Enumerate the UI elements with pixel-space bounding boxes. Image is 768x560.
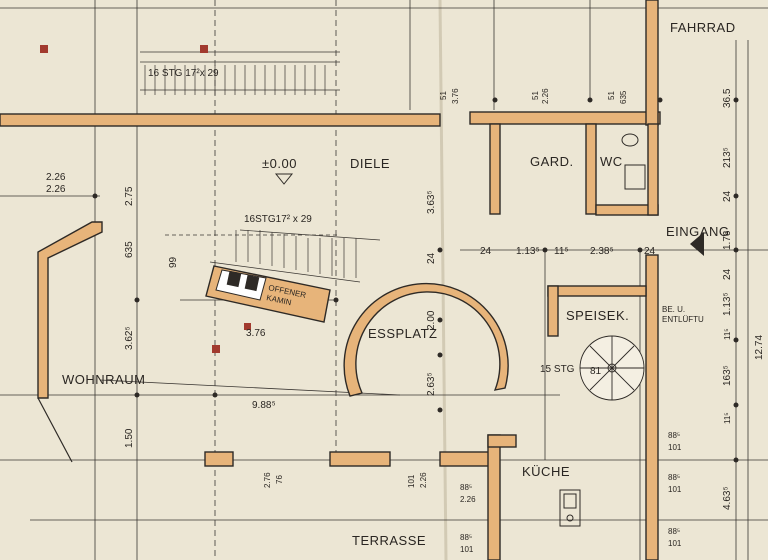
- dim-11c: 11⁵: [723, 412, 732, 424]
- dim-275: 2.75: [124, 186, 135, 206]
- top-staircase: [144, 65, 326, 95]
- dim-24a: 24: [426, 252, 437, 264]
- dim-226b: 2.26: [46, 184, 66, 195]
- wall-speisek-top: [547, 285, 647, 297]
- dim-200: 2.00: [426, 310, 437, 330]
- dim-101b: 101: [668, 485, 682, 494]
- dim-11b: 11⁵: [723, 328, 732, 340]
- dim-24e: 24: [722, 268, 733, 280]
- label-stair-mid: 16STG17² x 29: [244, 214, 312, 225]
- label-stair-top: 16 STG 17²x 29: [148, 68, 219, 79]
- wall-north: [0, 113, 441, 127]
- wall-east: [645, 254, 659, 560]
- dim-88a: 88⁵: [668, 431, 680, 440]
- wall-fahrrad-right: [645, 0, 659, 126]
- dim-150: 1.50: [124, 428, 135, 448]
- wall-south-2: [329, 451, 391, 467]
- room-speisek: SPEISEK.: [566, 308, 629, 323]
- dim-226d: 2.26: [460, 495, 476, 504]
- dim-11a: 11⁵: [554, 246, 569, 257]
- label-spiral: 15 STG: [540, 364, 575, 375]
- dimensions: 2.26 2.26 2.75 635 3.62⁵ 1.50 99 3.76 9.…: [46, 88, 765, 554]
- walls: [0, 0, 661, 560]
- dim-88c: 88⁵: [668, 527, 680, 536]
- dim-88b: 88⁵: [668, 473, 680, 482]
- spiral-staircase: [579, 335, 645, 401]
- dimension-dots: [92, 97, 739, 463]
- room-essplatz: ESSPLATZ: [368, 326, 438, 341]
- dim-63: 635: [124, 241, 135, 258]
- room-gard: GARD.: [530, 154, 574, 169]
- wall-north-right: [469, 111, 661, 125]
- dim-176: 1.76: [722, 230, 733, 250]
- dim-988: 9.88⁵: [252, 400, 276, 411]
- dim-101c: 101: [668, 539, 682, 548]
- room-wohnraum: WOHNRAUM: [62, 372, 145, 387]
- dim-213: 213⁵: [722, 147, 733, 168]
- dim-24c: 24: [644, 246, 656, 257]
- wall-wohnraum-angled: [37, 221, 103, 399]
- wall-speisek-left: [547, 285, 559, 337]
- dim-113b: 1.13⁵: [722, 292, 733, 316]
- label-level: ±0.00: [262, 156, 297, 171]
- dim-101d: 101: [460, 545, 474, 554]
- dim-276: 2.76: [263, 472, 272, 488]
- room-kueche: KÜCHE: [522, 464, 570, 479]
- wall-kitchen-left: [487, 434, 501, 560]
- dim-51a: 51: [439, 91, 448, 100]
- dim-263: 2.63⁵: [426, 372, 437, 396]
- dim-362: 3.62⁵: [124, 326, 135, 350]
- room-fahrrad: FAHRRAD: [670, 20, 736, 35]
- label-spiral-num: 81: [590, 366, 602, 377]
- dim-51b: 51: [531, 91, 540, 100]
- wall-gard-left: [489, 123, 501, 215]
- entrance-arrow-icon: [690, 232, 704, 256]
- wall-gard-right: [585, 123, 597, 215]
- label-be-u: BE. U.: [662, 305, 685, 314]
- wall-south-1: [204, 451, 234, 467]
- dim-376b: 3.76: [451, 88, 460, 104]
- dim-101e: 101: [407, 474, 416, 488]
- dim-24b: 24: [480, 246, 492, 257]
- dim-226c: 2.26: [541, 88, 550, 104]
- dim-226a: 2.26: [46, 172, 66, 183]
- wall-south-3: [439, 451, 491, 467]
- wall-wc-right: [647, 123, 659, 216]
- kitchen-sink: [559, 489, 581, 527]
- middle-staircase: [209, 229, 381, 283]
- dim-376: 3.76: [246, 328, 266, 339]
- wall-essplatz-curve: [343, 282, 509, 397]
- room-terrasse: TERRASSE: [352, 533, 426, 548]
- dim-1274: 12.74: [754, 335, 765, 360]
- room-diele: DIELE: [350, 156, 390, 171]
- fireplace: [205, 265, 331, 323]
- wc-fixtures: [621, 133, 646, 190]
- dim-226e: 2.26: [419, 472, 428, 488]
- level-marker-icon: [274, 173, 294, 185]
- dim-99: 99: [168, 256, 179, 268]
- dim-238: 2.38⁵: [590, 246, 614, 257]
- dim-88d: 88⁵: [460, 483, 472, 492]
- column-markers: [40, 45, 251, 353]
- dim-363: 3.63⁵: [426, 190, 437, 214]
- dim-463: 4.63⁵: [722, 486, 733, 510]
- window-wohnraum: [37, 397, 73, 463]
- label-entluftu: ENTLÜFTU: [662, 315, 704, 324]
- dim-76: 76: [275, 475, 284, 484]
- dim-635: 635: [619, 90, 628, 104]
- room-eingang: EINGANG: [666, 224, 729, 239]
- dim-163: 163⁵: [722, 365, 733, 386]
- dim-88e: 88⁵: [460, 533, 472, 542]
- dim-113: 1.13⁵: [516, 246, 540, 257]
- dim-365: 36.5: [722, 88, 733, 108]
- dim-101a: 101: [668, 443, 682, 452]
- dim-24d: 24: [722, 190, 733, 202]
- dim-51c: 51: [607, 91, 616, 100]
- room-wc: WC: [600, 154, 623, 169]
- wall-kitchen-stub: [487, 434, 517, 448]
